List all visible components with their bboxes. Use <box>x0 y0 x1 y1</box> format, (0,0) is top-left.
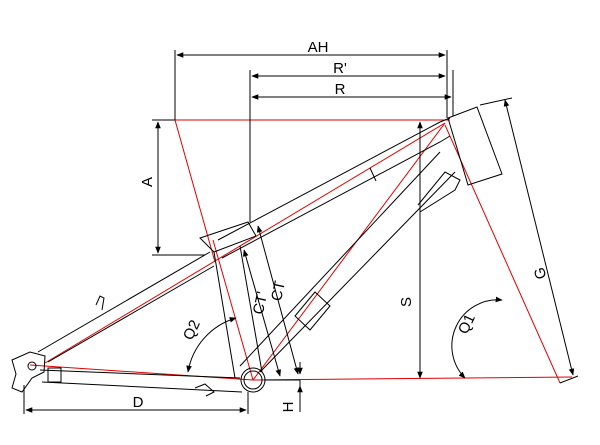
seat-stay-lower <box>47 265 215 363</box>
label-a: A <box>139 177 156 187</box>
chainstay-centerline <box>29 364 254 381</box>
label-d: D <box>133 394 144 411</box>
g-ext-top <box>479 97 513 106</box>
label-r-prime: R' <box>333 60 347 77</box>
g-ext-bottom <box>559 375 579 384</box>
chain-stay-lower <box>41 381 243 393</box>
label-h: H <box>280 402 297 413</box>
g-dimension <box>503 99 575 376</box>
dimension-labels: AH R' R A CT CT' S G Q1 Q2 D H <box>133 39 551 412</box>
top-tube-upper <box>217 117 451 241</box>
seat-clamp <box>199 221 257 253</box>
seat-tube-left <box>213 251 236 379</box>
top-tube-butt <box>369 167 377 182</box>
top-tube-lower <box>221 135 451 259</box>
cable-guide <box>194 383 215 397</box>
brake-boss <box>95 295 105 311</box>
label-s: S <box>398 297 415 307</box>
rear-dropout <box>11 351 46 393</box>
dimension-lines <box>23 50 579 414</box>
frame-outline <box>11 106 503 397</box>
label-g: G <box>531 265 550 281</box>
chain-stay-upper <box>39 369 241 379</box>
down-tube-sleeve <box>294 291 331 331</box>
down-tube-gusset <box>417 171 461 213</box>
down-tube-upper <box>239 151 441 367</box>
seat-angle-reference-line <box>174 119 216 263</box>
label-ct-prime: CT' <box>250 290 271 316</box>
seat-stay-upper <box>37 251 211 353</box>
ground-reference-line <box>252 376 573 381</box>
label-ah: AH <box>308 39 329 56</box>
chain-stay-bridge <box>47 367 62 383</box>
q1-angle-arc <box>451 296 503 379</box>
seatstay-toptube-centerline <box>44 122 446 364</box>
q2-angle-arc <box>186 317 237 373</box>
head-tube <box>447 106 503 186</box>
downtube-centerline <box>252 122 446 381</box>
geometry-centerlines <box>29 119 573 384</box>
rear-axle <box>27 361 37 371</box>
label-ct: CT <box>268 280 289 303</box>
label-q2: Q2 <box>180 317 204 342</box>
ct-prime-dimension <box>243 249 281 377</box>
label-q1: Q1 <box>455 311 479 336</box>
label-r: R <box>335 81 346 98</box>
